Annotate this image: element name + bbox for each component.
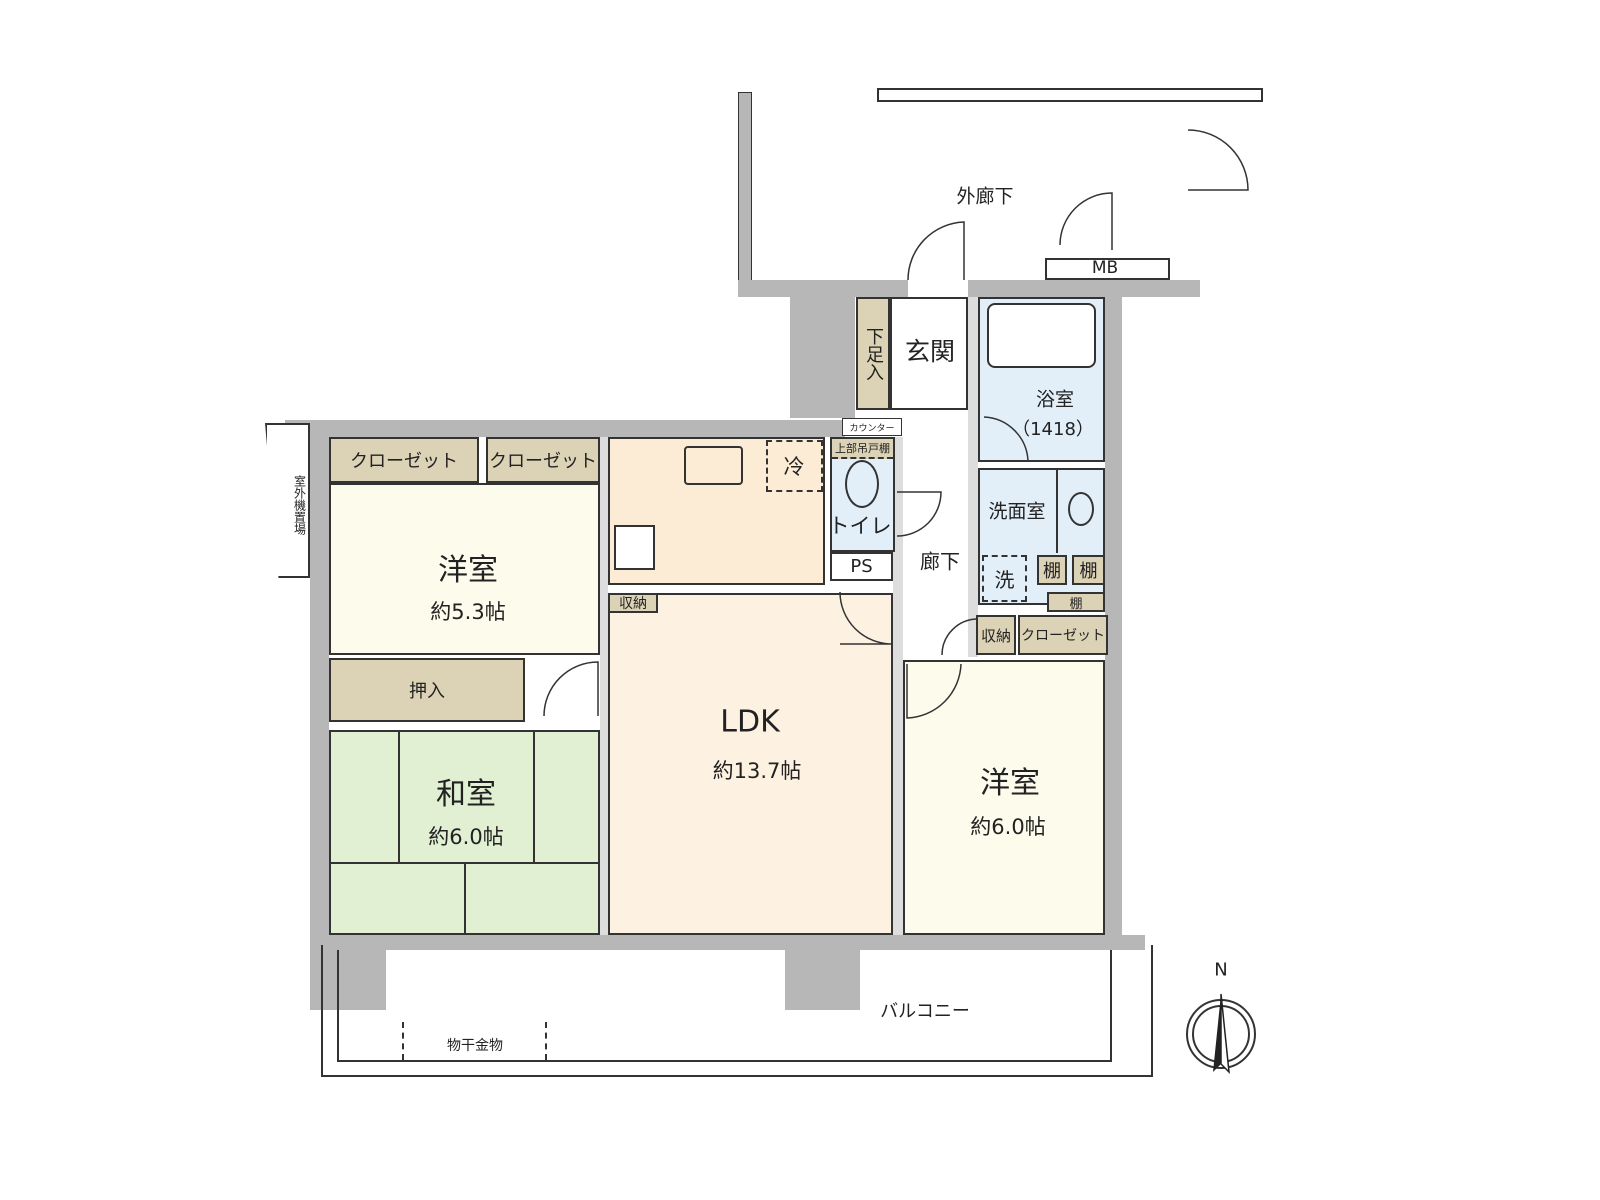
shelf: 棚	[1047, 592, 1105, 612]
washer-space: 洗	[982, 555, 1027, 602]
entrance-label: 玄関	[904, 337, 956, 366]
wall	[785, 945, 860, 1010]
bath-label: 浴室	[1035, 388, 1075, 411]
washer-label: 洗	[994, 568, 1015, 592]
balcony	[321, 945, 1153, 1077]
japanese-room-label: 和室	[436, 777, 496, 812]
ps-label: PS	[850, 556, 873, 577]
ldk	[608, 593, 893, 935]
compass-icon	[1186, 993, 1256, 1075]
japanese-room-size: 約6.0帖	[428, 825, 504, 849]
door-swing	[983, 416, 1029, 462]
outer-corridor-label: 外廊下	[956, 185, 1014, 208]
washroom-label: 洗面室	[988, 500, 1046, 523]
closet-2: クローゼット	[486, 437, 600, 483]
door-swings	[907, 129, 1249, 281]
closet-1: クローゼット	[329, 437, 479, 483]
wall	[310, 935, 1145, 950]
wall	[1105, 290, 1122, 950]
shelf-label: 棚	[1043, 561, 1061, 582]
closet-2-label: クローゼット	[489, 451, 597, 472]
toilet-bowl-icon	[845, 460, 879, 508]
closet-right-label: クローゼット	[1021, 628, 1105, 644]
storage-ldk-label: 収納	[619, 596, 647, 612]
shelf-label: 棚	[1079, 561, 1098, 582]
mb-label: MB	[1091, 258, 1119, 278]
stove-icon	[614, 525, 655, 570]
sink-icon	[684, 446, 743, 485]
western-room-right-size: 約6.0帖	[970, 815, 1046, 839]
fridge-label: 冷	[783, 455, 805, 479]
corridor-railing	[877, 88, 1263, 102]
tatami-line	[398, 730, 400, 862]
storage-ldk: 収納	[608, 593, 658, 613]
tatami-line	[464, 862, 466, 935]
mb-box	[1045, 258, 1170, 280]
closet-right: クローゼット	[1018, 615, 1108, 655]
wall	[968, 280, 1200, 297]
oshiire-label: 押入	[409, 681, 445, 702]
bath-size: （1418）	[1012, 419, 1094, 440]
ldk-size: 約13.7帖	[712, 759, 802, 783]
closet-1-label: クローゼット	[350, 451, 458, 472]
toilet-label: トイレ	[828, 514, 892, 538]
shelf-label: 棚	[1069, 596, 1083, 612]
bathtub-icon	[987, 303, 1096, 368]
wall	[600, 437, 608, 935]
shelf: 棚	[1037, 555, 1067, 585]
door-swing	[906, 663, 962, 719]
shoe-storage-label: 下足入	[863, 326, 884, 381]
counter-label: カウンター	[849, 423, 895, 434]
north-label: N	[1214, 959, 1228, 981]
storage-hall: 収納	[976, 615, 1016, 655]
western-room-right-label: 洋室	[980, 766, 1040, 801]
oshiire: 押入	[329, 658, 525, 722]
entrance	[890, 297, 968, 410]
western-room-left-size: 約5.3帖	[430, 600, 506, 624]
door-swing	[543, 661, 599, 717]
shelf: 棚	[1072, 555, 1105, 585]
tatami-line	[533, 730, 535, 862]
storage-hall-label: 収納	[980, 626, 1011, 645]
wall	[968, 297, 978, 657]
wall	[310, 420, 329, 950]
fridge-space	[766, 440, 823, 492]
balcony-label: バルコニー	[880, 1001, 970, 1022]
washbasin-icon	[1068, 492, 1094, 526]
balcony-inner	[337, 950, 1112, 1062]
door-swing	[839, 591, 893, 645]
counter: カウンター	[842, 418, 902, 436]
door-swing	[896, 491, 942, 537]
shoe-storage: 下足入	[856, 297, 890, 410]
wall	[285, 420, 845, 437]
drying-hardware-label: 物干金物	[447, 1038, 503, 1054]
kitchen	[608, 437, 825, 585]
divider	[1056, 468, 1058, 553]
western-room-left-label: 洋室	[438, 553, 498, 588]
western-room-right	[903, 660, 1105, 935]
hallway-label: 廊下	[920, 549, 960, 574]
ps: PS	[830, 552, 893, 581]
western-room-left	[329, 483, 600, 655]
drying-hardware	[402, 1022, 547, 1060]
wall	[790, 290, 855, 418]
door-swing	[941, 618, 979, 656]
outdoor-unit-label: 室外機置場	[292, 475, 307, 535]
wall	[738, 280, 908, 297]
wall	[893, 437, 903, 935]
upper-cabinet: 上部吊戸棚	[832, 439, 893, 459]
wall	[738, 92, 752, 292]
ldk-label: LDK	[720, 704, 780, 740]
upper-cabinet-label: 上部吊戸棚	[835, 442, 890, 455]
